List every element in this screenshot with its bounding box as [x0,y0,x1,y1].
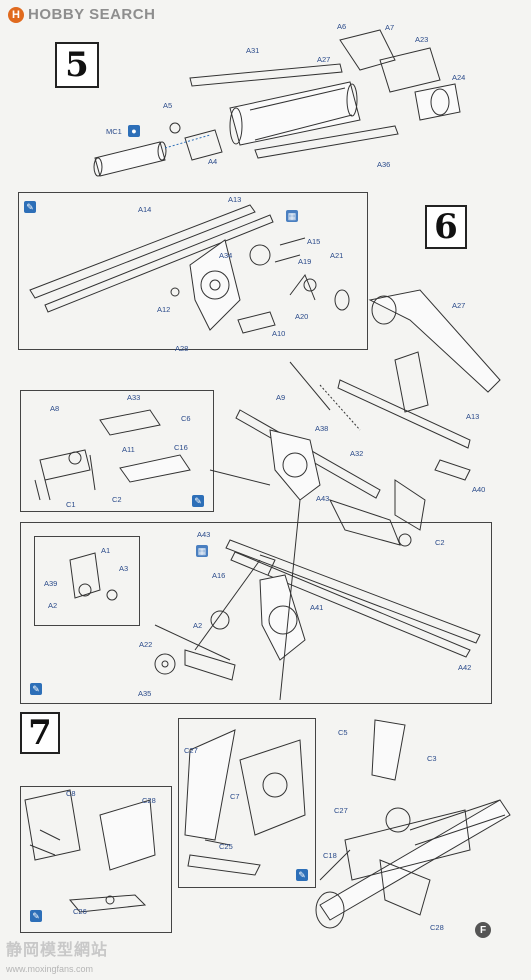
part-label: C5 [338,728,348,737]
part-label: A34 [219,251,233,260]
part-label: A40 [472,485,486,494]
glue-icon: ✎ [24,201,36,213]
part-label: A10 [272,329,286,338]
part-label: A13 [466,412,480,421]
part-label: C27 [334,806,348,815]
part-label: A3 [119,564,129,573]
part-label: A20 [295,312,309,321]
step-number-5: 5 [55,42,99,88]
watermark-brand: 静岡模型網站 [6,942,109,959]
detail-panel-step7-left [20,786,172,933]
page-letter-badge: F [475,922,491,938]
glue-icon: ● [128,125,140,137]
part-label: A23 [415,35,429,44]
part-label: A1 [101,546,111,555]
detail-panel-c-parts [20,390,214,512]
part-label: C28 [430,923,444,932]
cement-icon: ▦ [196,545,208,557]
part-label: A2 [193,621,203,630]
glue-icon: ✎ [192,495,204,507]
part-label: A21 [330,251,344,260]
part-label: A31 [246,46,260,55]
part-label: A15 [307,237,321,246]
detail-panel-lower [20,522,492,704]
part-label: C1 [66,500,76,509]
part-label: A19 [298,257,312,266]
part-label: MC1 [106,127,122,136]
step-number-7: 7 [20,712,60,754]
detail-inset-a1 [34,536,140,626]
brand-name: HOBBY SEARCH [28,6,156,23]
detail-panel-upper [18,192,368,350]
part-label: C8 [66,789,76,798]
part-label: A33 [127,393,141,402]
header-logo: H HOBBY SEARCH [8,6,155,23]
detail-panel-step7 [178,718,316,888]
cement-icon: ▦ [286,210,298,222]
part-label: C3 [427,754,437,763]
part-label: A14 [138,205,152,214]
part-label: A32 [350,449,364,458]
part-label: A5 [163,101,173,110]
part-label: A4 [208,157,218,166]
part-label: A41 [310,603,324,612]
part-label: C28 [142,796,156,805]
part-label: A43 [197,530,211,539]
part-label: C18 [323,851,337,860]
part-label: A28 [175,344,189,353]
part-label: A2 [48,601,58,610]
part-label: A27 [317,55,331,64]
part-label: A6 [337,22,347,31]
part-label: A16 [212,571,226,580]
part-label: C7 [230,792,240,801]
part-label: C26 [73,907,87,916]
part-label: A11 [122,445,135,454]
step-number-6: 6 [425,205,467,249]
part-label: A12 [157,305,171,314]
part-label: A13 [228,195,242,204]
part-label: C2 [112,495,122,504]
part-label: A43 [316,494,330,503]
glue-icon: ✎ [296,869,308,881]
part-label: A38 [315,424,329,433]
logo-mark-icon: H [8,6,24,23]
part-label: A39 [44,579,58,588]
part-label: A7 [385,23,395,32]
part-label: A27 [452,301,466,310]
glue-icon: ✎ [30,910,42,922]
part-label: C6 [181,414,191,423]
part-label: C16 [174,443,188,452]
part-label: A22 [139,640,153,649]
part-label: A24 [452,73,466,82]
part-label: A8 [50,404,60,413]
part-label: A9 [276,393,286,402]
part-label: C2 [435,538,445,547]
part-label: A35 [138,689,152,698]
glue-icon: ✎ [30,683,42,695]
part-label: A42 [458,663,472,672]
part-label: C25 [219,842,233,851]
part-label: A36 [377,160,391,169]
watermark-url: www.moxingfans.com [6,964,94,974]
part-label: C27 [184,746,198,755]
